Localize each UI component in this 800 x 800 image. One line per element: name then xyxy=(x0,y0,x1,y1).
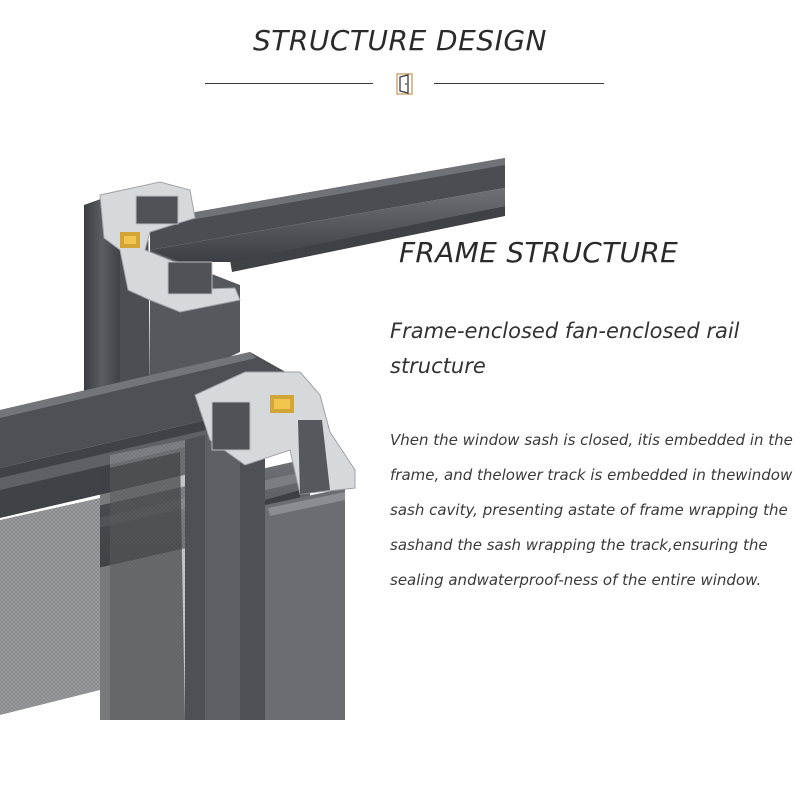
title-divider-right xyxy=(434,83,604,84)
page-title: STRUCTURE DESIGN xyxy=(253,24,547,57)
top-rail xyxy=(150,158,505,272)
section-title: FRAME STRUCTURE xyxy=(399,236,679,269)
sash-assembly xyxy=(0,352,356,720)
subheading: Frame-enclosed fan-enclosed rail structu… xyxy=(390,319,740,378)
frame-profile-illustration xyxy=(0,158,505,720)
title-divider-left xyxy=(205,83,373,84)
window-icon xyxy=(396,73,413,95)
top-cross-section xyxy=(99,181,241,313)
body-paragraph: Vhen the window sash is closed, itis emb… xyxy=(390,431,793,589)
